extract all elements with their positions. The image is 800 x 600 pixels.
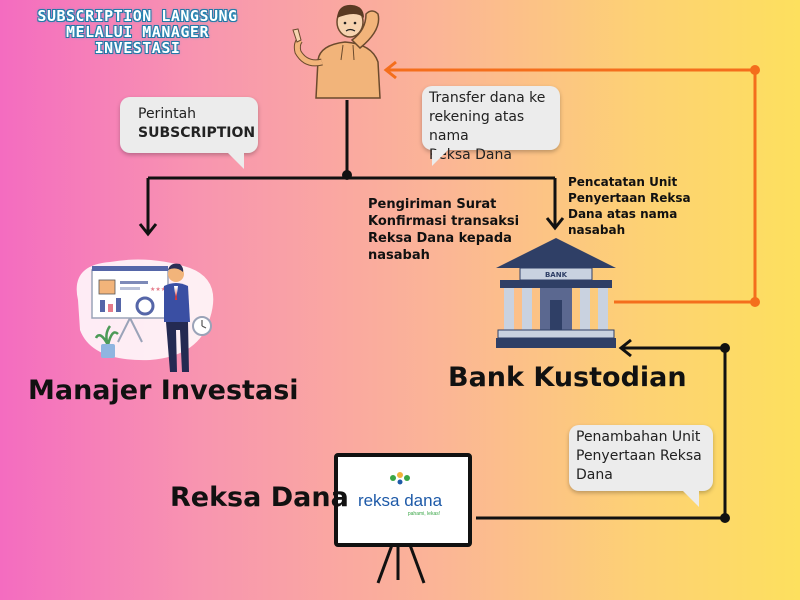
bubble-transfer-line2: rekening atas nama [429, 109, 525, 144]
bubble-penambahan-line2: Penyertaan Reksa [576, 448, 702, 464]
bubble-perintah-tail [228, 153, 244, 169]
bubble-perintah-line1: Perintah [138, 106, 197, 122]
note-pengiriman: Pengiriman Surat Konfirmasi transaksi Re… [368, 196, 519, 264]
bubble-transfer: Transfer dana ke rekening atas nama Reks… [422, 86, 560, 166]
label-bank-kustodian: Bank Kustodian [448, 362, 687, 393]
orange-arrowhead [383, 60, 397, 80]
note-pengiriman-line2: Konfirmasi transaksi [368, 214, 520, 229]
bubble-perintah: Perintah SUBSCRIPTION [120, 97, 258, 169]
bubble-penambahan-tail [683, 491, 699, 507]
label-manajer-investasi: Manajer Investasi [28, 375, 299, 406]
logo-tagline: pahami, lekas! [408, 511, 440, 517]
label-reksa-dana: Reksa Dana [170, 482, 349, 513]
note-pencatatan-line4: nasabah [568, 223, 626, 237]
title-line-3: INVESTASI [94, 39, 181, 57]
title-line-1: SUBSCRIPTION LANGSUNG [37, 7, 238, 25]
svg-text:★★★: ★★★ [150, 286, 166, 293]
note-pengiriman-line1: Pengiriman Surat [368, 197, 497, 212]
diagram-title: SUBSCRIPTION LANGSUNG MELALUI MANAGER IN… [10, 8, 265, 56]
note-pencatatan-line1: Pencatatan Unit [568, 175, 678, 189]
note-pengiriman-line4: nasabah [368, 248, 430, 263]
bubble-transfer-tail [432, 150, 448, 166]
note-pencatatan-line3: Dana atas nama [568, 207, 678, 221]
bubble-transfer-line1: Transfer dana ke [429, 90, 546, 106]
bubble-penambahan: Penambahan Unit Penyertaan Reksa Dana [569, 425, 713, 507]
arrowhead-to-manager [138, 223, 158, 237]
bank-sign-text: BANK [545, 271, 568, 279]
note-pencatatan: Pencatatan Unit Penyertaan Reksa Dana at… [568, 174, 691, 238]
bubble-perintah-line2: SUBSCRIPTION [138, 125, 256, 141]
bubble-penambahan-line1: Penambahan Unit [576, 429, 701, 445]
bubble-transfer-line3: Reksa Dana [429, 147, 512, 163]
note-pengiriman-line3: Reksa Dana kepada [368, 231, 512, 246]
title-line-2: MELALUI MANAGER [66, 23, 209, 41]
note-pencatatan-line2: Penyertaan Reksa [568, 191, 691, 205]
logo-text: reksa dana [358, 491, 443, 510]
bubble-penambahan-line3: Dana [576, 467, 613, 483]
arrowhead-to-bank [545, 217, 565, 231]
black-arrowhead [618, 338, 632, 358]
